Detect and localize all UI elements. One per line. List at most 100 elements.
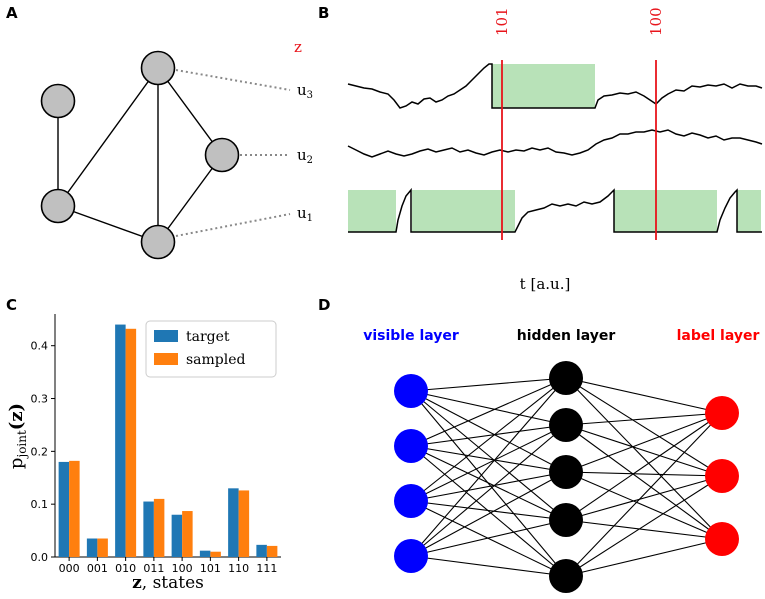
bar-sampled-000 <box>69 460 80 557</box>
unit-label-u1: u1 <box>297 204 313 224</box>
unit-label-u3: u3 <box>297 81 313 101</box>
x-tick-label: 110 <box>228 562 249 575</box>
network-edge <box>565 412 723 473</box>
network-edge <box>410 555 567 577</box>
trace-u3 <box>347 63 763 109</box>
visible-node <box>394 429 428 463</box>
network-edge <box>565 412 723 521</box>
graph-edge <box>57 67 159 207</box>
graph-node <box>40 188 76 224</box>
hidden-node <box>549 455 583 489</box>
network-edge <box>410 424 567 557</box>
panel-a: A z u3 u2 u1 <box>6 4 313 260</box>
legend-swatch-sampled <box>154 353 178 365</box>
label-layer-label: label layer <box>677 328 760 344</box>
legend-label-sampled: sampled <box>186 352 246 368</box>
trace-u1 <box>348 187 762 233</box>
network-edge <box>410 377 567 392</box>
network-edges <box>410 377 723 577</box>
network-edge <box>410 471 567 557</box>
network-edge <box>565 424 723 477</box>
time-axis-label: t [a.u.] <box>520 275 571 293</box>
graph-node <box>140 224 176 260</box>
bar-sampled-011 <box>153 498 165 557</box>
refractory-box-u1 <box>348 190 396 232</box>
graph-edges <box>57 67 223 243</box>
network-edge <box>565 412 723 426</box>
network-edge <box>565 538 723 577</box>
refractory-box-u1 <box>737 190 761 232</box>
panel-b: B 101 100 t [a.u.] <box>318 4 763 293</box>
unit-link <box>175 213 291 237</box>
graph-edge <box>157 67 223 156</box>
z-label: z <box>294 38 302 56</box>
bar-sampled-010 <box>125 328 137 557</box>
bar-sampled-110 <box>238 490 250 557</box>
y-tick-label: 0.3 <box>31 393 49 406</box>
panel-d: D visible layer hidden layer label layer <box>318 296 759 593</box>
refractory-box-u3 <box>492 64 595 108</box>
label-node <box>705 522 739 556</box>
network-edge <box>565 475 723 577</box>
y-axis-label: pjoint(z) <box>6 403 29 469</box>
x-tick-label: 000 <box>59 562 80 575</box>
refractory-box-u1 <box>614 190 717 232</box>
state-marker-101: 101 <box>493 7 511 36</box>
network-edge <box>410 377 567 557</box>
x-tick-label: 010 <box>115 562 136 575</box>
unit-link <box>175 69 291 91</box>
network-edge <box>410 519 567 557</box>
network-nodes <box>394 361 739 593</box>
trace-u2 <box>347 129 763 158</box>
panel-c-letter: C <box>6 296 17 314</box>
bar-sampled-001 <box>97 538 108 557</box>
bar-target-110 <box>228 488 239 557</box>
hidden-node <box>549 361 583 395</box>
network-edge <box>410 500 567 521</box>
network-edge <box>410 390 567 473</box>
bar-target-001 <box>86 538 98 557</box>
state-marker-100: 100 <box>647 7 665 36</box>
network-edge <box>410 390 567 521</box>
x-tick-label: 100 <box>172 562 193 575</box>
graph-node <box>204 137 240 173</box>
graph-edge <box>157 154 223 243</box>
network-edge <box>410 424 567 502</box>
bar-target-101 <box>199 550 211 557</box>
x-tick-label: 101 <box>200 562 221 575</box>
state-marker-lines <box>501 60 657 240</box>
network-edge <box>565 377 723 414</box>
visible-node <box>394 374 428 408</box>
panel-d-letter: D <box>318 296 330 314</box>
y-tick-label: 0.4 <box>31 340 49 353</box>
bar-sampled-100 <box>182 511 193 557</box>
hidden-node <box>549 503 583 537</box>
membrane-traces <box>347 63 763 233</box>
label-node <box>705 459 739 493</box>
panel-b-letter: B <box>318 4 329 22</box>
network-edge <box>410 445 567 521</box>
x-axis-label: z, states <box>132 573 204 593</box>
y-tick-label: 0.0 <box>31 551 49 564</box>
network-edge <box>565 377 723 477</box>
network-edge <box>410 471 567 502</box>
x-tick-label: 001 <box>87 562 108 575</box>
bar-sampled-111 <box>266 545 278 557</box>
network-edge <box>410 424 567 447</box>
label-node <box>705 396 739 430</box>
panel-a-letter: A <box>6 4 18 22</box>
bar-target-000 <box>58 461 70 557</box>
graph-node <box>140 50 176 86</box>
graph-nodes <box>40 50 240 260</box>
bar-sampled-101 <box>210 551 221 557</box>
visible-node <box>394 539 428 573</box>
visible-layer-label: visible layer <box>363 328 459 344</box>
network-edge <box>410 377 567 447</box>
network-edge <box>410 390 567 426</box>
graph-edge <box>57 205 159 243</box>
unit-label-u2: u2 <box>297 146 313 166</box>
bar-target-011 <box>143 501 154 557</box>
legend-swatch-target <box>154 330 178 342</box>
network-edge <box>565 412 723 577</box>
